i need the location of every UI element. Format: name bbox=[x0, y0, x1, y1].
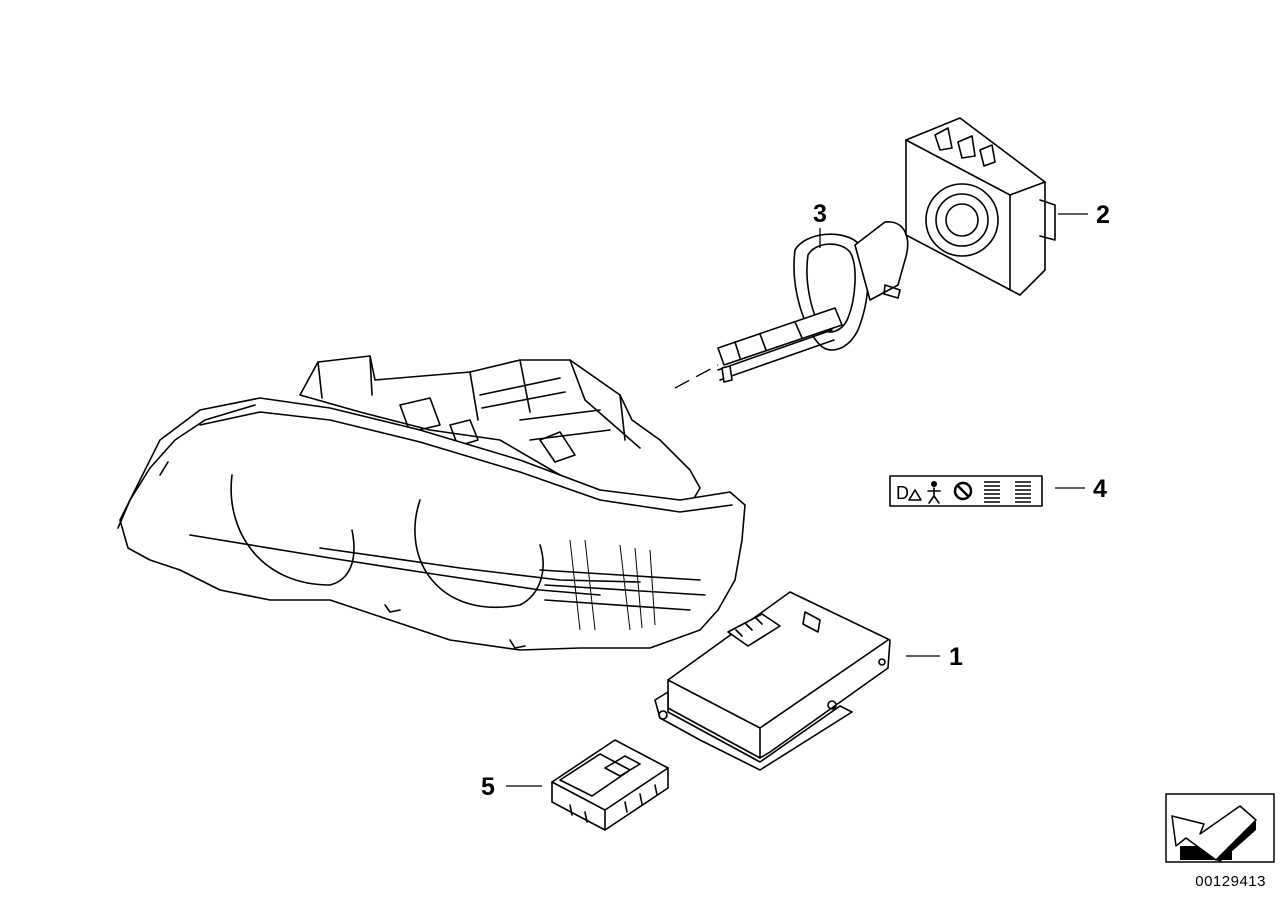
callout-4: 4 bbox=[1093, 475, 1107, 503]
callout-5: 5 bbox=[481, 773, 495, 801]
small-control-module bbox=[551, 739, 669, 831]
xenon-bulb bbox=[717, 221, 909, 383]
svg-text:D: D bbox=[896, 483, 909, 503]
warning-label: D bbox=[889, 475, 1043, 507]
person-icon bbox=[927, 481, 941, 504]
igniter-module bbox=[905, 117, 1056, 296]
arrow-navigation-icon bbox=[1165, 793, 1275, 863]
callout-3: 3 bbox=[813, 200, 827, 228]
triangle-warning-icon bbox=[908, 489, 922, 501]
callout-1: 1 bbox=[949, 643, 963, 671]
document-number: 00129413 bbox=[1195, 873, 1266, 890]
bulb-insert-leader bbox=[674, 364, 719, 389]
text-lines-icon bbox=[984, 481, 1031, 503]
ballast-control-unit bbox=[654, 591, 891, 771]
callout-2: 2 bbox=[1096, 201, 1110, 229]
prohibition-icon bbox=[953, 481, 973, 501]
headlight-assembly bbox=[117, 355, 746, 651]
